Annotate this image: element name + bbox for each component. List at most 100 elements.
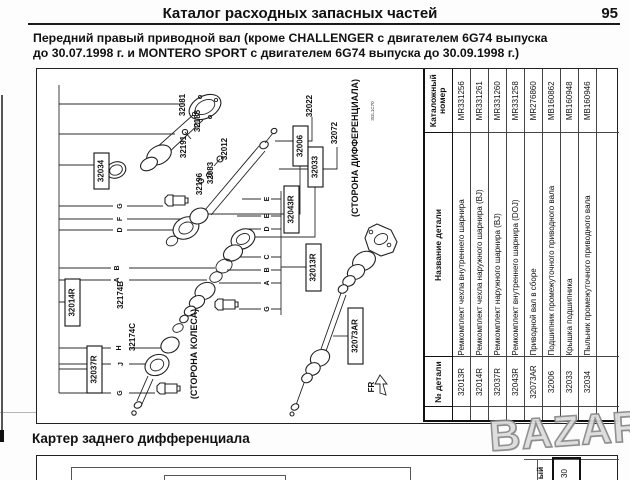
cell-part-name: Подшипник промежуточного приводного вала [542, 133, 560, 357]
grease-tube-icons [156, 194, 239, 395]
cell-part-no: 32033 [560, 357, 578, 407]
label-32185: 32185 [193, 109, 202, 132]
label-32196: 32196 [195, 172, 204, 195]
exploded-diagram: 32034 32014R 32037R 32043R 32013R 32006 … [58, 79, 398, 417]
cell-part-no: 32013R [452, 357, 470, 407]
bottom-table-top-line [524, 459, 619, 460]
letter-left-G1: G [117, 203, 124, 209]
binding-edge-mark [0, 430, 4, 442]
table-row: 32073AR Приводной вал в сборе MR276860 [524, 69, 542, 421]
label-32012: 32012 [220, 137, 229, 160]
cell-catalog-no: MR331260 [488, 69, 506, 133]
cell-part-name: Ремкомплект чехла внутреннего шарнира [452, 133, 470, 357]
table-row: 32014R Ремкомплект чехла наружного шарни… [470, 69, 488, 421]
header-part-name: Название детали [424, 133, 452, 357]
label-32072: 32072 [330, 121, 339, 144]
label-32081: 32081 [178, 93, 187, 116]
bottom-figure-box [36, 455, 619, 480]
table-row: 32033 Крышка подшипника MB160948 [560, 69, 578, 421]
cv-joint-chain-shape [131, 228, 256, 416]
bottom-number-fragment: 30 [559, 469, 569, 478]
cell-part-name: Пыльник промежуточного приводного вала [578, 133, 596, 357]
label-32006: 32006 [296, 134, 305, 157]
intermediate-shaft-shape [165, 127, 278, 247]
label-32043R: 32043R [287, 195, 296, 223]
label-32014R: 32014R [68, 288, 77, 316]
parts-table: № детали Название детали Каталожный номе… [423, 69, 619, 422]
parts-table-rotated-container: № детали Название детали Каталожный номе… [423, 69, 619, 422]
cell-catalog-no: MB160862 [542, 69, 560, 133]
letter-left-G2: G [117, 390, 124, 396]
letter-right-E1: E [264, 196, 271, 201]
cell-catalog-no: MB160948 [560, 69, 578, 133]
table-row: 32037R Ремкомплект наружного шарнира (BJ… [488, 69, 506, 421]
label-32073AR: 32073AR [351, 319, 360, 353]
cell-part-no: 32043R [506, 357, 524, 407]
letter-left-J: J [118, 362, 125, 366]
plain-part-labels: 32081 32185 32191 32012 32083 32196 3202… [116, 93, 339, 351]
letter-right-B: B [264, 267, 271, 272]
letter-right-D: D [264, 226, 271, 231]
table-row: 32013R Ремкомплект чехла внутреннего шар… [452, 69, 470, 421]
caption-wheel-side: (СТОРОНА КОЛЕСА) [189, 309, 199, 399]
bottom-inner-rect [164, 475, 286, 480]
letter-right-C: C [264, 254, 271, 259]
bottom-table-header-cell [552, 457, 581, 480]
header-catalog-no: Каталожный номер [424, 69, 452, 133]
bottom-table-divider-1 [537, 459, 538, 480]
cell-catalog-no: MR331258 [506, 69, 524, 133]
cell-part-no: 32006 [542, 357, 560, 407]
header-part-no: № детали [424, 357, 452, 407]
letter-right-A: A [264, 280, 271, 285]
binding-edge-line [1, 95, 3, 440]
inner-shaft-assembly-shape [140, 93, 222, 172]
ladder-letters: G F D B A H J G E E D C B A G [114, 196, 271, 395]
cell-catalog-no: MR331261 [470, 69, 488, 133]
driveshaft-assembly-shape [289, 223, 398, 417]
cell-part-name: Ремкомплект наружного шарнира (BJ) [488, 133, 506, 357]
cell-part-name: Приводной вал в сборе [524, 133, 542, 357]
fr-label: FR [367, 381, 376, 392]
table-empty-row [596, 69, 619, 421]
subtitle-line-2: до 30.07.1998 г. и MONTERO SPORT с двига… [33, 46, 520, 60]
figure-box: 32034 32014R 32037R 32043R 32013R 32006 … [36, 68, 619, 424]
boxed-part-labels: 32034 32014R 32037R 32043R 32013R 32006 … [64, 125, 364, 394]
cell-catalog-no: MR331256 [452, 69, 470, 133]
cell-catalog-no: MB160946 [578, 69, 596, 133]
figure-code: 3GL1C70 [370, 101, 375, 121]
label-32034: 32034 [97, 159, 106, 182]
letter-left-F: F [117, 216, 124, 221]
table-row: 32006 Подшипник промежуточного приводног… [542, 69, 560, 421]
bolts-washers-shapes [181, 122, 224, 184]
header-empty [424, 407, 452, 421]
letter-left-B: B [114, 265, 121, 270]
label-32174B: 32174B [116, 281, 125, 309]
letter-left-D: D [117, 227, 124, 232]
letter-left-H: H [116, 345, 123, 350]
cell-part-no: 32034 [578, 357, 596, 407]
letter-right-G: G [264, 306, 271, 312]
label-32191: 32191 [179, 135, 188, 158]
page-title: Каталог расходных запасных частей [162, 5, 438, 22]
label-32037R: 32037R [90, 355, 99, 383]
cell-part-name: Ремкомплект внутреннего шарнира (DOJ) [506, 133, 524, 357]
header-rule [28, 23, 620, 25]
fr-arrow-icon [374, 374, 388, 396]
cell-part-no: 32037R [488, 357, 506, 407]
label-32033: 32033 [311, 155, 320, 178]
fr-direction: FR [367, 374, 388, 396]
section-subtitle: Передний правый приводной вал (кроме CHA… [33, 31, 548, 61]
cell-catalog-no: MR276860 [524, 69, 542, 133]
table-row: 32034 Пыльник промежуточного приводного … [578, 69, 596, 421]
cell-part-name: Крышка подшипника [560, 133, 578, 357]
cell-part-no: 32073AR [524, 357, 542, 407]
table-row: 32043R Ремкомплект внутреннего шарнира (… [506, 69, 524, 421]
bottom-inner-box [71, 467, 411, 480]
bottom-header-fragment: ый [535, 466, 546, 480]
label-32083: 32083 [206, 161, 215, 184]
letter-left-A: A [114, 277, 121, 282]
label-32013R: 32013R [309, 253, 318, 281]
label-32022: 32022 [305, 94, 314, 117]
page-number: 95 [601, 5, 618, 22]
